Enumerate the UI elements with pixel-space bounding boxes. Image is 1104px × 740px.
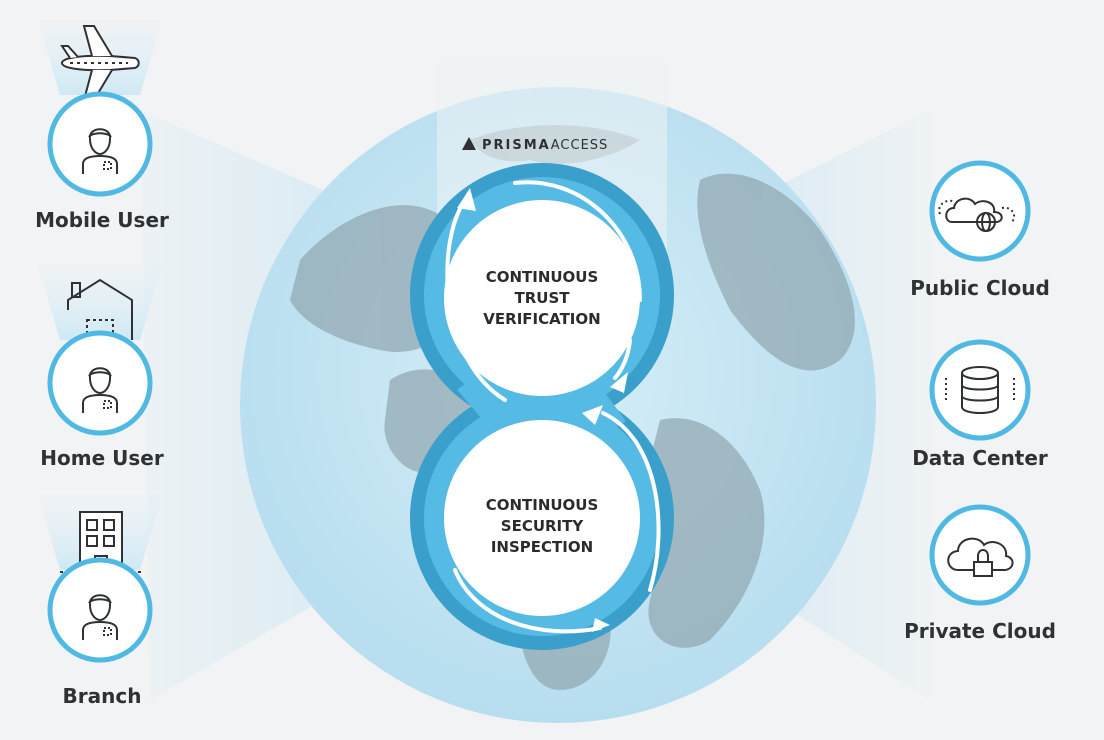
private-cloud-node: [929, 504, 1031, 606]
security-line-2: SECURITY: [500, 517, 584, 535]
data-center-label: Data Center: [912, 446, 1048, 470]
security-inspection-disc: [444, 420, 640, 616]
branch-label: Branch: [62, 684, 142, 708]
security-inspection-label: CONTINUOUS SECURITY INSPECTION: [452, 495, 632, 558]
house-icon: [67, 278, 133, 340]
person-icon: [82, 594, 118, 640]
public-cloud-label: Public Cloud: [910, 276, 1050, 300]
mobile-user-label: Mobile User: [35, 208, 169, 232]
mobile-user-node: [47, 91, 153, 197]
trust-line-2: TRUST: [514, 289, 570, 307]
person-icon: [82, 128, 118, 174]
trust-line-3: VERIFICATION: [483, 310, 601, 328]
data-center-node: [929, 339, 1031, 441]
public-cloud-node: [929, 160, 1031, 262]
cloud-lock-icon: [947, 537, 1014, 577]
brand-name: PRISMA: [482, 138, 551, 153]
cloud-globe-icon: [938, 197, 1016, 232]
database-icon: [945, 366, 1015, 414]
brand-product: ACCESS: [550, 138, 609, 153]
private-cloud-label: Private Cloud: [904, 619, 1056, 643]
home-user-label: Home User: [40, 446, 164, 470]
trust-verification-label: CONTINUOUS TRUST VERIFICATION: [452, 267, 632, 330]
airplane-icon: [60, 25, 140, 101]
prisma-access-logo: PRISMAACCESS: [462, 137, 608, 153]
security-line-3: INSPECTION: [490, 538, 594, 556]
home-user-node: [47, 330, 153, 436]
trust-line-1: CONTINUOUS: [485, 268, 599, 286]
arrow-heads: [457, 188, 628, 632]
branch-node: [47, 557, 153, 663]
trust-verification-disc: [444, 200, 640, 396]
person-icon: [82, 367, 118, 413]
security-line-1: CONTINUOUS: [485, 496, 599, 514]
prisma-logo-icon: [462, 137, 476, 150]
